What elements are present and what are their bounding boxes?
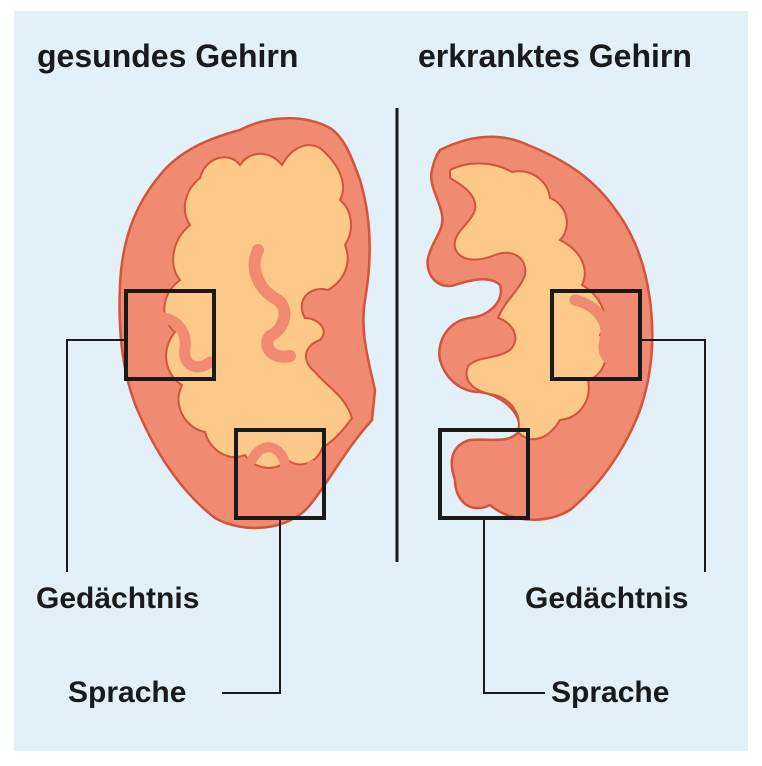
diseased-language-label: Sprache bbox=[551, 678, 669, 708]
healthy-language-label: Sprache bbox=[68, 678, 186, 708]
healthy-memory-label: Gedächtnis bbox=[36, 584, 199, 614]
healthy-language-leader bbox=[222, 518, 280, 693]
healthy-brain-title: gesundes Gehirn bbox=[37, 40, 298, 72]
diseased-memory-label: Gedächtnis bbox=[525, 584, 688, 614]
healthy-memory-leader bbox=[67, 340, 126, 572]
healthy-brain bbox=[120, 118, 375, 528]
diseased-brain-title: erkranktes Gehirn bbox=[418, 40, 692, 72]
diseased-brain bbox=[428, 137, 653, 520]
